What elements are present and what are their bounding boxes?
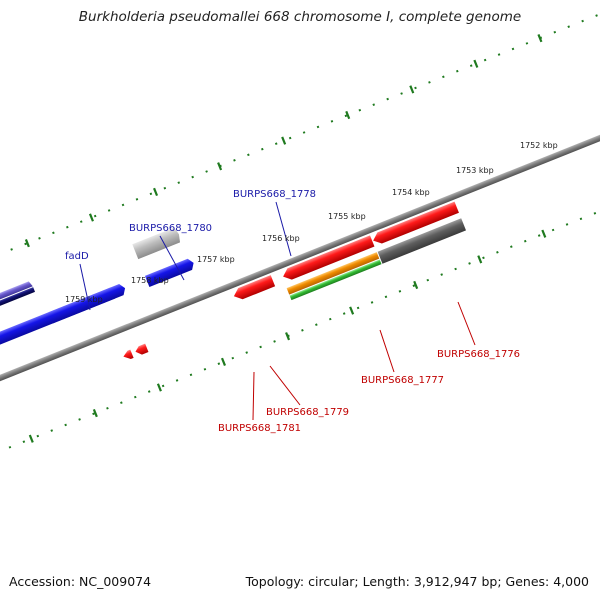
- ruler-label: 1754 kbp: [392, 188, 430, 197]
- connector-burps668-1776: [457, 301, 476, 346]
- outer-tick-mark: [281, 136, 287, 145]
- label-connectors: [79, 201, 476, 421]
- connector-fadD: [79, 263, 91, 311]
- gene-burps668-1777: [233, 275, 276, 300]
- ruler-label: 1756 kbp: [262, 234, 300, 243]
- connector-burps668-1778: [275, 201, 292, 257]
- outer-tick-mark: [153, 187, 159, 197]
- inner-tick-mark: [92, 408, 98, 418]
- gene-burps668-1781-a: [123, 349, 134, 360]
- connector-burps668-1777: [379, 329, 395, 373]
- ruler-label: 1757 kbp: [197, 255, 235, 264]
- inner-tick-mark: [285, 332, 291, 341]
- outer-tick-mark: [473, 59, 479, 68]
- ruler-label: 1758 kbp: [131, 276, 169, 285]
- genome-backbone: [0, 112, 600, 404]
- gene-label-burps668-1781[interactable]: BURPS668_1781: [218, 423, 301, 434]
- gene-burps668-1778-blue: [144, 258, 194, 287]
- inner-tick-mark: [477, 255, 483, 264]
- inner-tick-mark: [156, 383, 162, 392]
- ruler-label: 1753 kbp: [456, 166, 494, 175]
- ruler-label: 1752 kbp: [520, 141, 558, 150]
- outer-tick-mark: [88, 213, 94, 222]
- ruler-label: 1755 kbp: [328, 212, 366, 221]
- rotated-map-frame: [0, 7, 600, 466]
- gene-burps668-1781-b: [135, 343, 149, 355]
- inner-tick-mark: [541, 229, 547, 238]
- gene-fadD-navy: [0, 287, 36, 320]
- outer-major-ticks: [24, 34, 543, 248]
- outer-tick-mark: [24, 239, 30, 248]
- outer-ruler-axis: [0, 7, 600, 296]
- gene-fadD-purple: [0, 281, 33, 315]
- topology-summary: Topology: circular; Length: 3,912,947 bp…: [245, 574, 589, 589]
- ruler-label: 1759 kbp: [65, 295, 103, 304]
- map-title: Burkholderia pseudomallei 668 chromosome…: [78, 9, 522, 25]
- gene-burps668-1778-gray: [132, 227, 181, 260]
- inner-ruler-axis: [0, 177, 600, 466]
- gene-labels: fadD BURPS668_1780 BURPS668_1778 BURPS66…: [65, 189, 520, 434]
- accession-text: Accession: NC_009074: [9, 574, 152, 589]
- outer-tick-mark: [409, 85, 415, 94]
- outer-tick-mark: [345, 110, 351, 120]
- gene-label-burps668-1776[interactable]: BURPS668_1776: [437, 349, 520, 360]
- connector-burps668-1781: [252, 371, 255, 421]
- gene-burps668-1776-green: [289, 259, 382, 301]
- inner-major-ticks: [28, 229, 547, 443]
- gene-burps668-1776-red: [283, 235, 375, 280]
- gene-red-right-a: [373, 201, 459, 244]
- connector-burps668-1779: [269, 365, 301, 406]
- gene-label-fadD[interactable]: fadD: [65, 251, 89, 262]
- gene-burps668-1780-b: [48, 287, 116, 324]
- connector-burps668-1780: [159, 235, 185, 281]
- ruler-labels: 1752 kbp 1753 kbp 1754 kbp 1755 kbp 1756…: [65, 141, 558, 304]
- inner-tick-mark: [28, 434, 34, 443]
- inner-tick-mark: [220, 357, 226, 366]
- gene-label-burps668-1778[interactable]: BURPS668_1778: [233, 189, 316, 200]
- outer-tick-mark: [537, 34, 543, 43]
- gene-label-burps668-1780[interactable]: BURPS668_1780: [129, 223, 212, 234]
- inner-tick-mark: [349, 306, 355, 315]
- gene-darkgray-right: [377, 218, 467, 264]
- inner-tick-mark: [413, 280, 419, 290]
- gene-label-burps668-1777[interactable]: BURPS668_1777: [361, 375, 444, 386]
- gene-label-burps668-1779[interactable]: BURPS668_1779: [266, 407, 349, 418]
- gene-burps668-1776-orange: [286, 252, 380, 295]
- outer-tick-mark: [217, 162, 223, 171]
